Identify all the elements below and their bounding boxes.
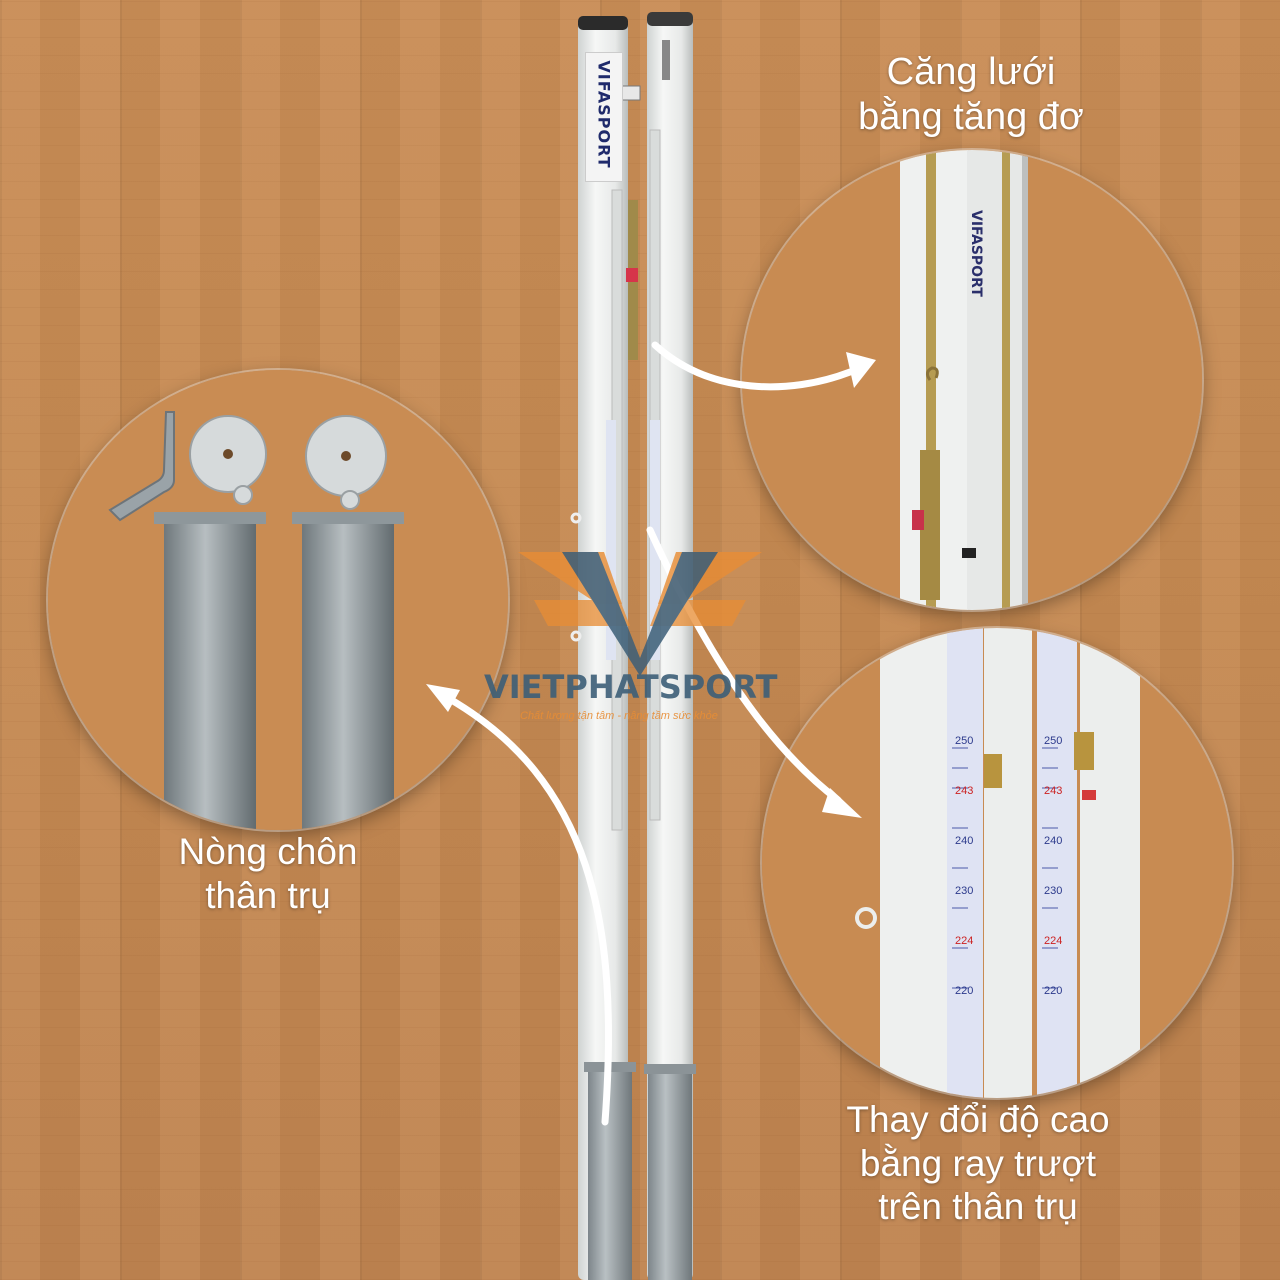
scale-left-label-4: 230: [955, 885, 974, 897]
caption-sleeve: Nòng chôn thân trụ: [150, 830, 386, 917]
caption-tensioner: Căng lưới bằng tăng đơ: [836, 50, 1106, 140]
scale-left-label-6: 220: [955, 985, 974, 997]
caption-sleeve-line-2: thân trụ: [205, 874, 331, 916]
brand-logo-icon: [518, 552, 762, 676]
pole-brand-text: VIFASPORT: [594, 60, 614, 169]
scale-left-label-1: 250: [955, 735, 974, 747]
scale-right-column: 250 243 240 230 224 220: [1044, 716, 1062, 1016]
scale-right-label-4: 230: [1044, 885, 1063, 897]
sleeve-right: [648, 1070, 692, 1280]
height-scale-detail-circle: 250 243 240 230 224 220 250 243 240 230 …: [762, 628, 1232, 1098]
scale-right-label-5: 224: [1044, 935, 1063, 947]
scale-left-label-3: 240: [955, 835, 974, 847]
sleeve-left: [588, 1068, 632, 1280]
scale-right-label-2: 243: [1044, 785, 1063, 797]
brand-watermark: VIETPHATSPORT Chất lượng tận tâm - nâng …: [470, 540, 810, 730]
tensioner-detail-circle-bg: VIFASPORT: [742, 150, 1202, 610]
scale-left-column: 250 243 240 230 224 220: [955, 716, 973, 1016]
scale-right-label-6: 220: [1044, 985, 1063, 997]
scale-right-label-1: 250: [1044, 735, 1063, 747]
caption-height-line-1: Thay đổi độ cao: [846, 1099, 1110, 1140]
caption-sleeve-line-1: Nòng chôn: [178, 831, 358, 872]
scale-left-label-5: 224: [955, 935, 974, 947]
caption-tensioner-line-1: Căng lưới: [886, 51, 1056, 93]
caption-height-line-3: trên thân trụ: [878, 1186, 1078, 1228]
pole-brand-label: VIFASPORT: [585, 52, 623, 182]
scale-right-label-3: 240: [1044, 835, 1063, 847]
brand-name: VIETPHATSPORT: [484, 668, 778, 706]
brand-slogan: Chất lượng tận tâm - nâng tầm sức khỏe: [520, 710, 718, 722]
caption-tensioner-line-2: bằng tăng đơ: [858, 95, 1084, 138]
sleeve-detail-circle: [48, 370, 508, 830]
scale-left-label-2: 243: [955, 785, 974, 797]
caption-height-line-2: bằng ray trượt: [859, 1142, 1097, 1184]
caption-height: Thay đổi độ cao bằng ray trượt trên thân…: [820, 1098, 1136, 1229]
svg-text:VIFASPORT: VIFASPORT: [968, 210, 984, 297]
